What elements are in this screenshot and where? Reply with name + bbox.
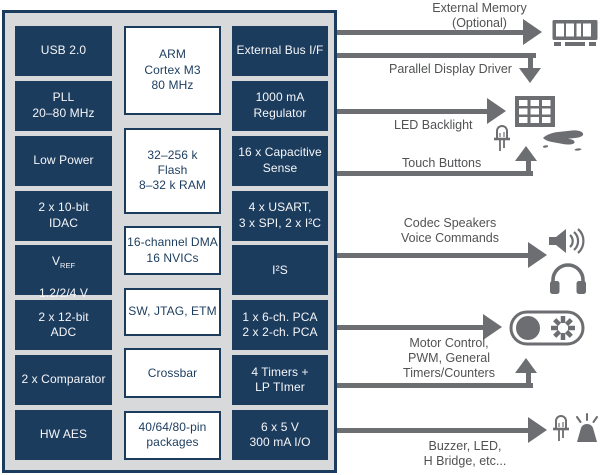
label-codec: Codec Speakers Voice Commands [401,216,499,245]
arrowhead-led-backlight [487,98,506,124]
block-debug: SW, JTAG, ETM [124,287,221,336]
block-cap-sense: 16 x Capacitive Sense [232,135,328,186]
block-comparator: 2 x Comparator [15,355,112,406]
block-arm-core: ARM Cortex M3 80 MHz [124,26,221,115]
arrow-motor-elbow-h [337,383,533,388]
headphones-icon [550,263,586,294]
arrowhead-codec [528,242,547,268]
arrow-touch-buttons-v [526,161,531,171]
motor-icon [509,310,585,346]
arrowhead-touch-buttons [515,146,537,161]
label-led-backlight: LED Backlight [394,118,473,132]
block-vref: VREF 1.2/2/4 V [15,245,112,300]
led-icon [494,125,510,151]
arrowhead-external-memory [523,19,542,45]
block-pll: PLL 20–80 MHz [15,80,112,131]
block-adc: 2 x 12-bit ADC [15,300,112,351]
arrow-led-backlight [337,109,487,114]
block-timers: 4 Timers + LP TImer [232,355,328,406]
block-regulator: 1000 mA Regulator [232,80,328,131]
memory-module-icon [552,20,598,46]
block-flash-ram: 32–256 k Flash 8–32 k RAM [124,127,221,214]
block-low-power: Low Power [15,135,112,186]
label-touch-buttons: Touch Buttons [402,156,482,170]
chip-container: USB 2.0 PLL 20–80 MHz Low Power 2 x 10-b… [2,10,337,473]
arrowhead-parallel-display [519,68,541,83]
buzzer-icon [576,413,598,442]
label-buzzer: Buzzer, LED, H Bridge, etc... [423,439,507,468]
arrowhead-motor [483,314,502,340]
arrow-buzzer [337,428,528,433]
block-usb: USB 2.0 [15,26,112,76]
arrow-touch-buttons-h [337,171,533,176]
block-usart-spi-i2c: 4 x USART, 3 x SPI, 2 x I²C [232,190,328,241]
block-i2s: I²S [232,245,328,296]
block-crossbar: Crossbar [124,348,221,399]
arrow-external-memory [337,30,523,35]
arrow-motor [337,325,483,330]
column-left: USB 2.0 PLL 20–80 MHz Low Power 2 x 10-b… [15,26,112,460]
arrow-parallel-display-v [528,53,533,68]
arrow-parallel-display-h [337,53,536,58]
hand-touch-icon [542,130,584,151]
arrow-motor-elbow-v [526,373,531,383]
label-external-memory: External Memory (Optional) [432,1,527,30]
arrow-codec [337,253,528,258]
block-hw-aes: HW AES [15,409,112,460]
arrowhead-buzzer [528,417,547,443]
arrowhead-motor-elbow [515,358,537,373]
block-idac: 2 x 10-bit IDAC [15,190,112,241]
display-grid-icon [515,96,555,127]
block-io: 6 x 5 V 300 mA I/O [232,409,328,460]
block-dma-nvic: 16-channel DMA 16 NVICs [124,226,221,276]
label-parallel-display: Parallel Display Driver [389,62,512,76]
block-packages: 40/64/80-pin packages [124,410,221,460]
label-motor: Motor Control, PWM, General Timers/Count… [403,336,495,380]
block-pca: 1 x 6-ch. PCA 2 x 2-ch. PCA [232,300,328,351]
column-middle: ARM Cortex M3 80 MHz 32–256 k Flash 8–32… [124,26,221,460]
column-right: External Bus I/F 1000 mA Regulator 16 x … [232,26,328,460]
speaker-icon [549,228,585,254]
led-icon-2 [553,415,569,441]
block-external-bus: External Bus I/F [232,26,328,76]
